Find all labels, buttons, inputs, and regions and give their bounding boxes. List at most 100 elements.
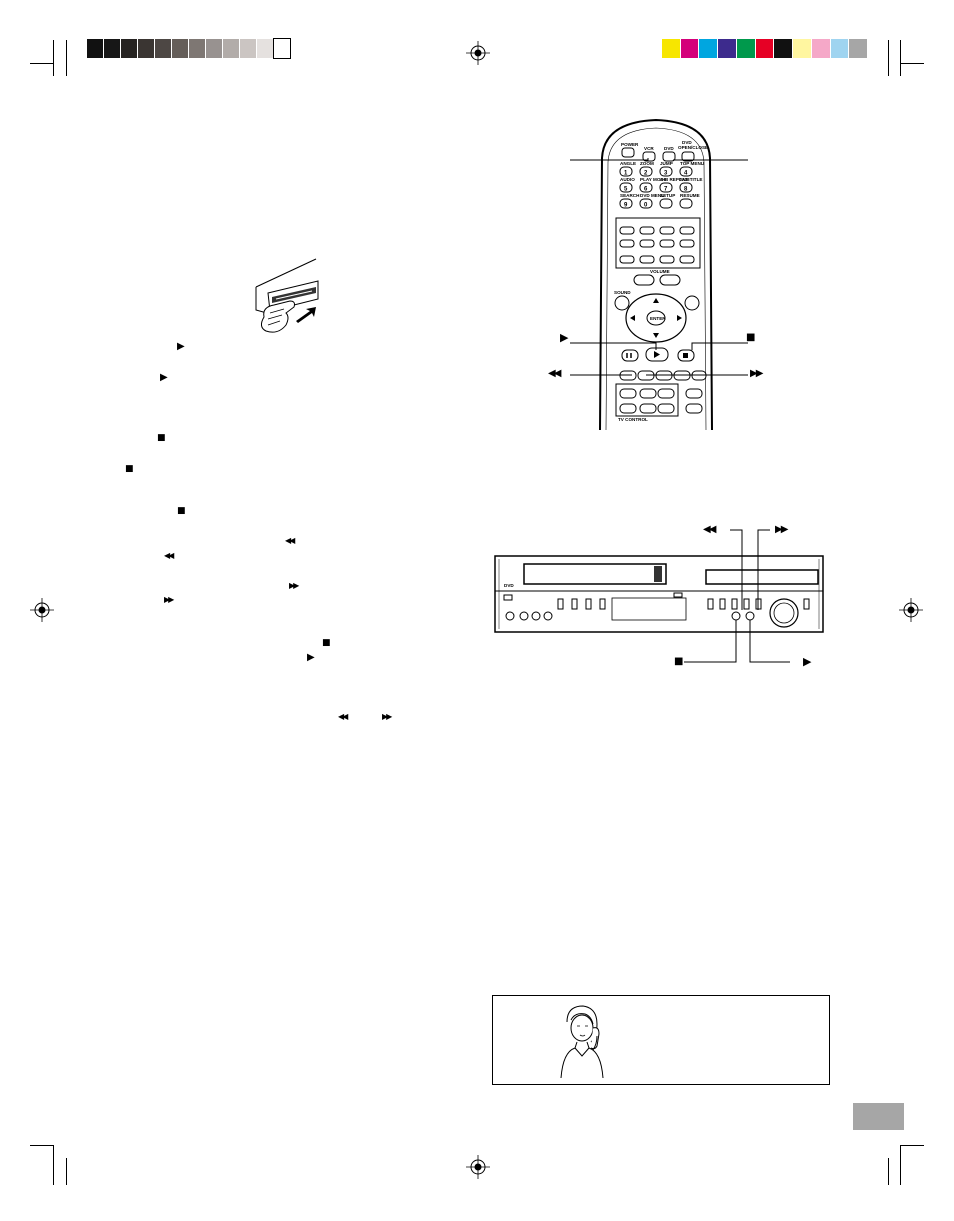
page-number-tab <box>853 1103 904 1130</box>
calibration-swatch <box>662 39 680 58</box>
remote-key[interactable] <box>619 182 633 193</box>
panel-fast-forward-label: ▶▶ <box>775 524 788 535</box>
remote-digit: 5 <box>624 187 628 193</box>
panel-rewind-label: ◀◀ <box>703 524 716 535</box>
stop-symbol: ■ <box>157 433 166 443</box>
rewind-symbol: ◀◀ <box>285 536 295 545</box>
remote-key-label: PLAY MODE <box>640 177 667 182</box>
calibration-swatch <box>104 39 120 58</box>
remote-key[interactable] <box>659 198 673 209</box>
remote-key-label: ANGLE <box>620 161 636 166</box>
remote-key-label: DVD MENU <box>640 193 665 198</box>
panel-callout-lines <box>684 529 790 663</box>
panel-stop-label: ■ <box>674 656 684 667</box>
color-calibration-bar <box>662 39 868 58</box>
remote-key[interactable] <box>679 182 693 193</box>
calibration-swatch <box>736 39 755 58</box>
svg-text:POWER: POWER <box>621 142 639 147</box>
calibration-swatch <box>830 39 849 58</box>
rewind-symbol: ◀◀ <box>338 712 348 721</box>
remote-digit: 9 <box>624 203 628 209</box>
svg-text:ENTER: ENTER <box>650 316 666 321</box>
remote-play-label: ▶ <box>560 331 569 344</box>
svg-text:DVD: DVD <box>504 583 514 588</box>
tip-box <box>492 995 830 1085</box>
fast-forward-symbol: ▶▶ <box>164 595 174 604</box>
remote-fast-forward-label: ▶▶ <box>750 368 763 379</box>
gray-calibration-bar <box>87 38 291 59</box>
registration-mark-left <box>30 598 54 622</box>
remote-key-label: AUDIO <box>620 177 635 182</box>
remote-stop-label: ■ <box>746 332 756 343</box>
calibration-swatch <box>273 38 291 59</box>
remote-digit: 2 <box>644 171 648 177</box>
calibration-swatch <box>223 39 239 58</box>
remote-digit: 3 <box>664 171 668 177</box>
play-symbol: ▶ <box>307 652 315 663</box>
remote-key[interactable] <box>639 182 653 193</box>
fast-forward-symbol: ▶▶ <box>289 581 299 590</box>
vcr-front-panel-illustration: DVD <box>494 555 824 633</box>
calibration-swatch <box>718 39 736 58</box>
calibration-swatch <box>87 39 103 58</box>
play-symbol: ▶ <box>177 341 185 352</box>
panel-play-label: ▶ <box>803 655 812 668</box>
remote-digit: 6 <box>644 187 648 193</box>
calibration-swatch <box>172 39 188 58</box>
remote-key[interactable] <box>659 166 673 177</box>
calibration-swatch <box>849 39 867 58</box>
remote-key-label: ZOOM <box>640 161 654 166</box>
remote-key[interactable] <box>639 166 653 177</box>
svg-text:DVD: DVD <box>682 140 692 145</box>
calibration-swatch <box>155 39 171 58</box>
remote-key[interactable] <box>679 198 693 209</box>
calibration-swatch <box>755 39 774 58</box>
remote-key-label: SEARCH <box>620 193 640 198</box>
calibration-swatch <box>680 39 699 58</box>
remote-digit: 8 <box>684 187 688 193</box>
remote-key-label: JUMP <box>660 161 673 166</box>
remote-digit: 1 <box>624 171 628 177</box>
calibration-swatch <box>699 39 718 58</box>
remote-key-label: RESUME <box>680 193 700 198</box>
registration-mark-bottom <box>466 1155 490 1179</box>
svg-text:VCR: VCR <box>644 146 654 151</box>
stop-symbol: ■ <box>125 464 134 474</box>
remote-rewind-label: ◀◀ <box>548 368 561 379</box>
calibration-swatch <box>793 39 811 58</box>
remote-callout-lines <box>570 158 748 376</box>
calibration-swatch <box>121 39 137 58</box>
remote-key[interactable] <box>679 166 693 177</box>
svg-text:OPEN/CLOSE: OPEN/CLOSE <box>678 145 708 150</box>
remote-control-illustration: POWER VCR DVD DVD OPEN/CLOSE ANGLE 1 ZOOM 2… <box>599 118 713 430</box>
calibration-swatch <box>189 39 205 58</box>
remote-key-label: SETUP <box>660 193 675 198</box>
calibration-swatch <box>257 39 273 58</box>
svg-text:DVD: DVD <box>664 146 674 151</box>
fast-forward-symbol: ▶▶ <box>382 712 392 721</box>
play-symbol: ▶ <box>160 372 168 383</box>
svg-text:SOUND: SOUND <box>614 290 631 295</box>
remote-key[interactable] <box>619 198 633 209</box>
rewind-symbol: ◀◀ <box>164 551 174 560</box>
stop-symbol: ■ <box>177 506 186 516</box>
stop-symbol: ■ <box>322 638 331 648</box>
operator-woman-icon <box>560 1005 604 1078</box>
svg-text:TV CONTROL: TV CONTROL <box>618 417 648 422</box>
registration-mark-top <box>466 41 490 65</box>
remote-key-label: SUBTITLE <box>680 177 702 182</box>
remote-key[interactable] <box>659 182 673 193</box>
remote-key[interactable] <box>619 166 633 177</box>
remote-key-label: TOP MENU <box>680 161 705 166</box>
registration-mark-right <box>899 598 923 622</box>
remote-digit: 7 <box>664 187 668 193</box>
calibration-swatch <box>240 39 256 58</box>
calibration-swatch <box>206 39 222 58</box>
cassette-insert-illustration <box>255 258 319 333</box>
svg-text:VOLUME: VOLUME <box>650 269 670 274</box>
remote-digit: 4 <box>684 171 688 177</box>
calibration-swatch <box>138 39 154 58</box>
calibration-swatch <box>774 39 793 58</box>
remote-key[interactable] <box>639 198 653 209</box>
calibration-swatch <box>811 39 830 58</box>
